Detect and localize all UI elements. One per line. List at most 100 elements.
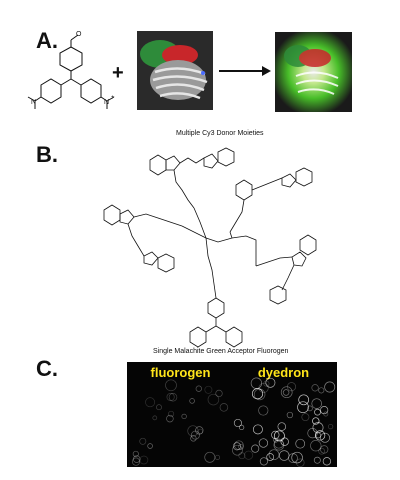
acceptor-caption: Single Malachite Green Acceptor Fluoroge… — [153, 348, 289, 355]
fluorogen-cells-svg — [131, 379, 229, 466]
charge-sign: + — [111, 95, 115, 101]
cell-ring — [190, 430, 200, 440]
cell-ring — [280, 437, 289, 446]
cell-ring — [147, 443, 153, 449]
panel-c-label: C. — [36, 356, 58, 381]
cell-ring — [131, 457, 141, 466]
glowing-ribbon — [284, 45, 339, 95]
cell-ring — [318, 447, 326, 455]
cell-ring — [327, 423, 334, 430]
methoxy-oxygen: O — [76, 31, 82, 38]
cell-ring — [268, 449, 280, 461]
cell-ring — [251, 388, 264, 400]
cell-ring — [313, 456, 321, 464]
cell-ring — [168, 410, 175, 417]
dyedron-structure — [103, 147, 317, 348]
cell-ring — [258, 405, 269, 416]
cell-ring — [166, 414, 174, 423]
cell-ring — [165, 379, 177, 392]
cell-ring — [266, 453, 275, 461]
cell-ring — [258, 382, 269, 393]
cell-ring — [322, 457, 332, 466]
cell-ring — [251, 444, 260, 453]
cell-ring — [214, 454, 221, 460]
cell-ring — [168, 393, 178, 402]
cell-ring — [320, 432, 330, 443]
cell-ring — [297, 401, 309, 414]
amine-left-atom: N — [31, 99, 36, 106]
cell-ring — [232, 442, 242, 451]
fluorogen-micrograph: fluorogen — [127, 362, 234, 467]
cell-ring — [132, 450, 139, 457]
cell-ring — [238, 424, 245, 431]
amine-right-atom: N — [104, 99, 109, 106]
cell-ring — [278, 450, 290, 461]
cell-ring — [145, 397, 156, 408]
plus-sign: + — [112, 62, 124, 84]
cell-ring — [166, 392, 175, 402]
cell-ring — [286, 411, 294, 419]
cell-ring — [286, 382, 297, 392]
fluorogen-structure — [27, 34, 115, 109]
cell-ring — [311, 398, 322, 409]
cell-ring — [238, 444, 244, 450]
panel-a-label: A. — [36, 28, 58, 53]
cell-ring — [233, 418, 242, 428]
fluorogen-title: fluorogen — [150, 365, 211, 380]
cell-ring — [273, 430, 285, 442]
cell-ring — [271, 430, 280, 440]
cell-ring — [253, 388, 266, 401]
cell-ring — [244, 450, 254, 460]
cell-ring — [238, 452, 246, 460]
dyedron-micrograph: dyedron — [230, 362, 337, 467]
cell-ring — [234, 440, 244, 450]
dyedron-title: dyedron — [257, 365, 310, 380]
cell-ring — [195, 426, 204, 435]
cell-ring — [318, 387, 325, 394]
cell-ring — [190, 435, 197, 442]
cell-ring — [311, 384, 319, 392]
cell-ring — [265, 377, 276, 388]
cell-ring — [139, 455, 149, 465]
cell-ring — [204, 385, 213, 394]
protein-ribbon — [140, 40, 208, 100]
cell-ring — [295, 438, 306, 449]
cell-ring — [189, 398, 195, 404]
cell-ring — [277, 422, 287, 431]
cell-ring — [298, 394, 310, 406]
cell-ring — [324, 381, 336, 393]
cell-ring — [195, 385, 202, 392]
cell-ring — [320, 406, 329, 415]
cell-ring — [258, 438, 269, 448]
panel-b-label: B. — [36, 142, 58, 167]
cell-ring — [207, 393, 220, 406]
cell-ring — [259, 457, 268, 466]
cell-ring — [282, 389, 290, 396]
cell-ring — [232, 444, 243, 456]
cell-ring — [273, 438, 284, 449]
cell-ring — [132, 455, 141, 463]
cell-ring — [280, 386, 293, 399]
cell-ring — [291, 451, 303, 464]
cell-ring — [301, 413, 310, 422]
cell-ring — [310, 440, 322, 452]
cell-ring — [315, 432, 322, 439]
cell-ring — [204, 451, 216, 463]
cell-ring — [152, 415, 158, 421]
cell-ring — [215, 389, 223, 398]
cell-ring — [156, 404, 162, 411]
cell-ring — [181, 413, 187, 420]
cell-ring — [320, 445, 329, 454]
cell-ring — [252, 424, 263, 435]
dyedron-cells-svg — [232, 377, 336, 467]
cell-ring — [314, 408, 321, 416]
cell-ring — [273, 437, 279, 443]
cell-ring — [197, 428, 203, 435]
cell-ring — [307, 405, 313, 412]
donor-caption: Multiple Cy3 Donor Moieties — [176, 130, 264, 137]
cell-ring — [219, 403, 229, 412]
cell-ring — [312, 417, 320, 425]
cell-ring — [187, 425, 199, 437]
cell-ring — [139, 437, 147, 445]
